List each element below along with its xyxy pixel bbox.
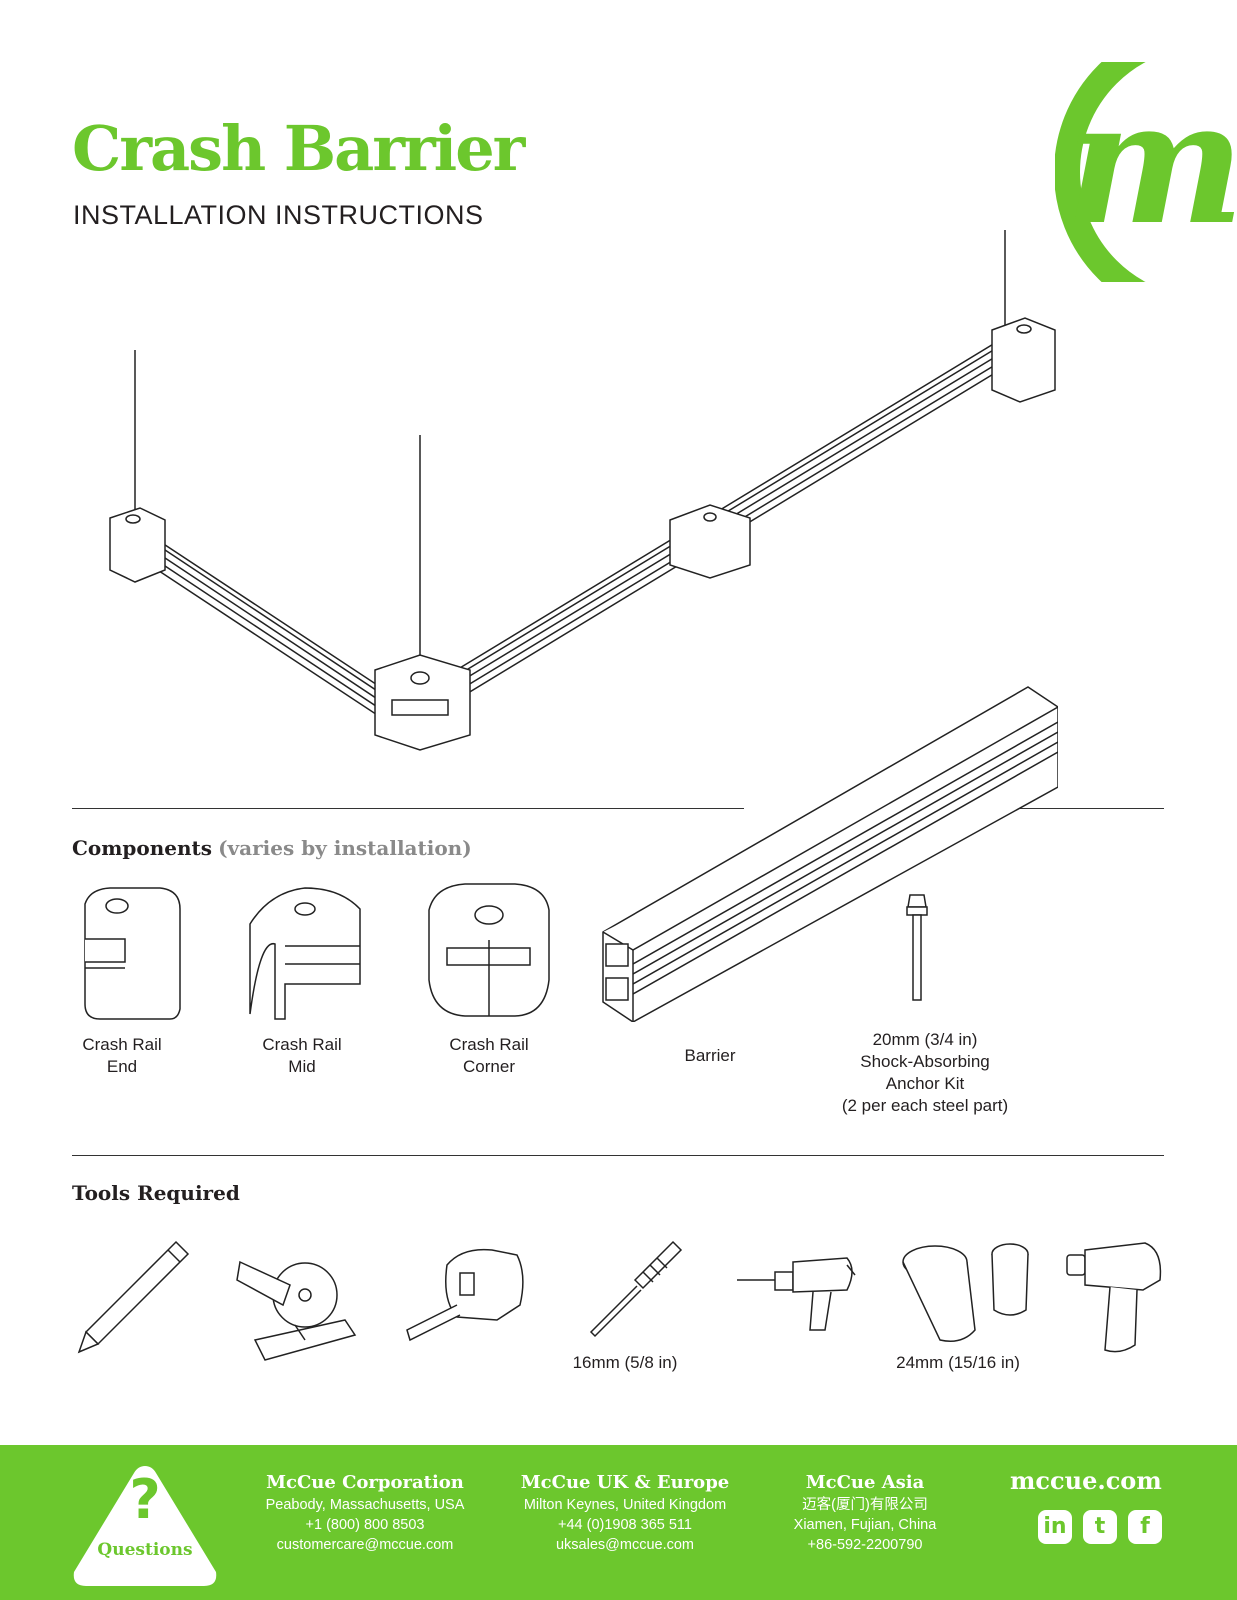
drill-bit-icon <box>589 1240 683 1338</box>
divider-top-left <box>72 808 744 809</box>
components-heading-note: (varies by installation) <box>218 836 472 860</box>
question-mark: ? <box>129 1468 161 1531</box>
crash-rail-mid-icon <box>249 887 361 1020</box>
facebook-icon[interactable]: f <box>1128 1510 1162 1544</box>
components-heading: Components(varies by installation) <box>72 836 472 860</box>
twitter-icon[interactable]: t <box>1083 1510 1117 1544</box>
office-usa: McCue Corporation Peabody, Massachusetts… <box>245 1472 485 1555</box>
hammer-drill-icon <box>737 1257 856 1331</box>
office-uk: McCue UK & Europe Milton Keynes, United … <box>505 1472 745 1555</box>
page-subtitle: INSTALLATION INSTRUCTIONS <box>73 200 484 230</box>
miter-saw-icon <box>236 1260 357 1361</box>
tape-measure-icon <box>406 1248 524 1342</box>
office-company-name: 迈客(厦门)有限公司 <box>802 1497 928 1513</box>
office-location: Peabody, Massachusetts, USA <box>265 1497 465 1513</box>
linkedin-icon[interactable]: in <box>1038 1510 1072 1544</box>
components-heading-text: Components <box>72 836 213 860</box>
crash-rail-corner-icon <box>428 883 550 1017</box>
office-name: McCue Corporation <box>266 1472 464 1493</box>
office-location: Xiamen, Fujian, China <box>793 1517 937 1533</box>
anchor-kit-icon <box>906 894 928 1001</box>
page-title: Crash Barrier <box>72 112 525 185</box>
office-phone[interactable]: +44 (0)1908 365 511 <box>558 1517 692 1533</box>
tools-heading: Tools Required <box>72 1181 240 1205</box>
component-label-end: Crash Rail End <box>82 1035 162 1076</box>
mccue-logo: m <box>1055 62 1237 282</box>
logo-letter: m <box>1065 63 1237 263</box>
impact-driver-icon <box>1066 1242 1162 1353</box>
barrier-assembly-illustration <box>109 230 1056 751</box>
questions-triangle-icon <box>73 1466 217 1586</box>
component-label-mid: Crash Rail Mid <box>262 1035 342 1076</box>
divider-top-right <box>1018 808 1164 809</box>
office-email[interactable]: uksales@mccue.com <box>555 1537 694 1553</box>
pencil-icon <box>77 1240 190 1354</box>
office-asia: McCue Asia 迈客(厦门)有限公司 Xiamen, Fujian, Ch… <box>770 1472 960 1555</box>
office-name: McCue UK & Europe <box>520 1472 730 1493</box>
office-location: Milton Keynes, United Kingdom <box>523 1497 727 1513</box>
crash-rail-end-icon <box>84 887 181 1020</box>
office-phone[interactable]: +86-592-2200790 <box>807 1537 923 1553</box>
barrier-icon <box>602 686 1058 1022</box>
component-label-barrier: Barrier <box>684 1046 736 1065</box>
office-phone[interactable]: +1 (800) 800 8503 <box>305 1517 425 1533</box>
office-email[interactable]: customercare@mccue.com <box>276 1537 454 1553</box>
socket-icon <box>902 1243 1029 1342</box>
questions-label[interactable]: Questions <box>97 1540 193 1560</box>
socket-size-label: 24mm (15/16 in) <box>896 1353 1020 1372</box>
drill-bit-size-label: 16mm (5/8 in) <box>572 1353 678 1372</box>
office-name: McCue Asia <box>805 1472 925 1493</box>
website-link[interactable]: mccue.com <box>1010 1466 1162 1495</box>
divider-middle <box>72 1155 1164 1156</box>
component-label-anchor-kit: 20mm (3/4 in) Shock-Absorbing Anchor Kit… <box>841 1030 1009 1115</box>
component-label-corner: Crash Rail Corner <box>449 1035 529 1076</box>
